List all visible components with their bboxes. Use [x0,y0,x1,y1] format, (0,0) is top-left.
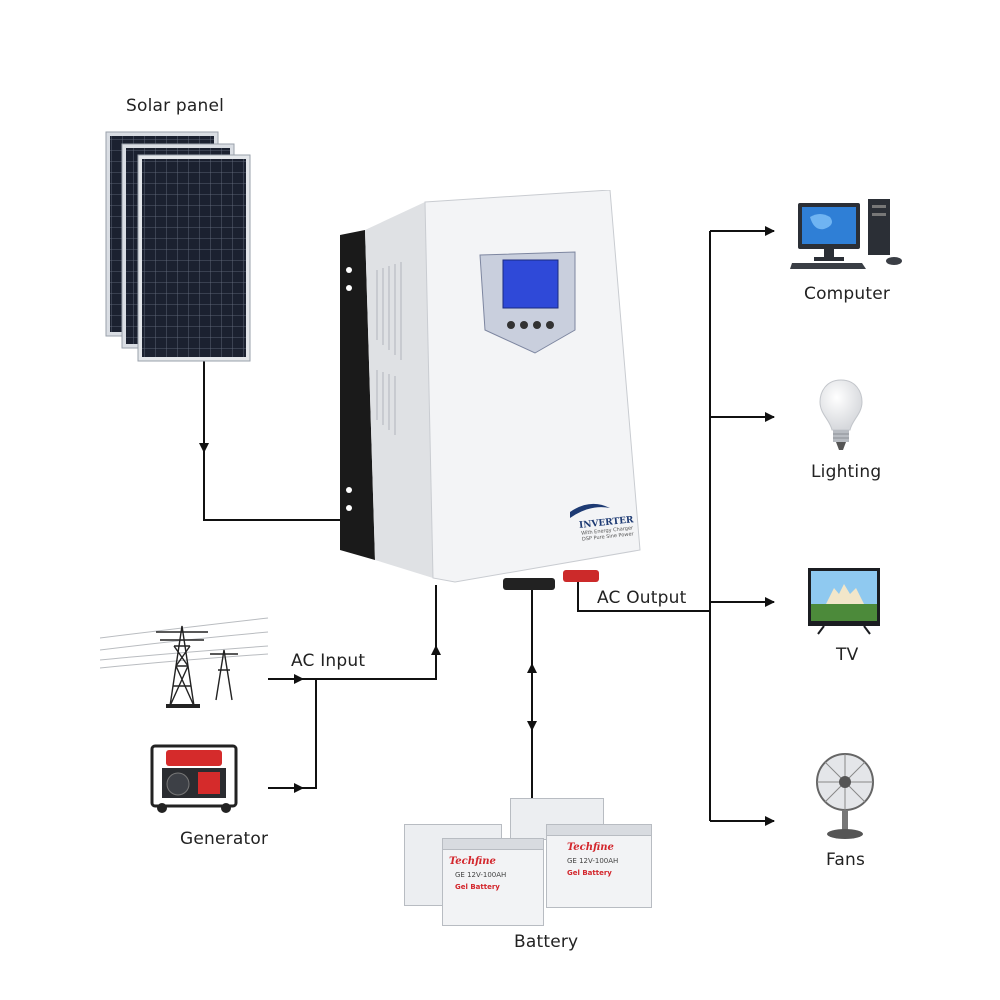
lightbulb-icon [819,379,863,450]
battery-unit: Techfine GE 12V-100AH Gel Battery [546,824,652,908]
battery-unit: Techfine GE 12V-100AH Gel Battery [442,838,544,926]
battery-type: Gel Battery [567,869,612,877]
battery-bank: Techfine GE 12V-100AH Gel Battery Techfi… [400,798,660,928]
battery-model: GE 12V-100AH [567,857,619,865]
battery-brand: Techfine [449,856,496,867]
power-grid-icon [100,617,269,708]
inverter-icon [340,190,641,590]
fans-label: Fans [826,850,866,870]
ac-output-line [577,578,710,612]
ac-input-label: AC Input [291,651,366,671]
computer-label: Computer [804,284,891,304]
generator-label: Generator [180,829,269,849]
fan-icon [816,753,874,839]
computer-icon [790,199,902,269]
ac-output-label: AC Output [597,588,687,608]
solar-panel-icon [105,131,251,362]
battery-brand: Techfine [567,842,614,853]
generator-icon [150,744,238,813]
solar-panel-label: Solar panel [126,96,225,116]
lighting-label: Lighting [811,462,882,482]
tv-label: TV [836,645,859,665]
tv-icon [808,568,880,635]
battery-label: Battery [514,932,579,952]
ac-input-bus [303,585,437,789]
battery-type: Gel Battery [455,883,500,891]
battery-model: GE 12V-100AH [455,871,507,879]
